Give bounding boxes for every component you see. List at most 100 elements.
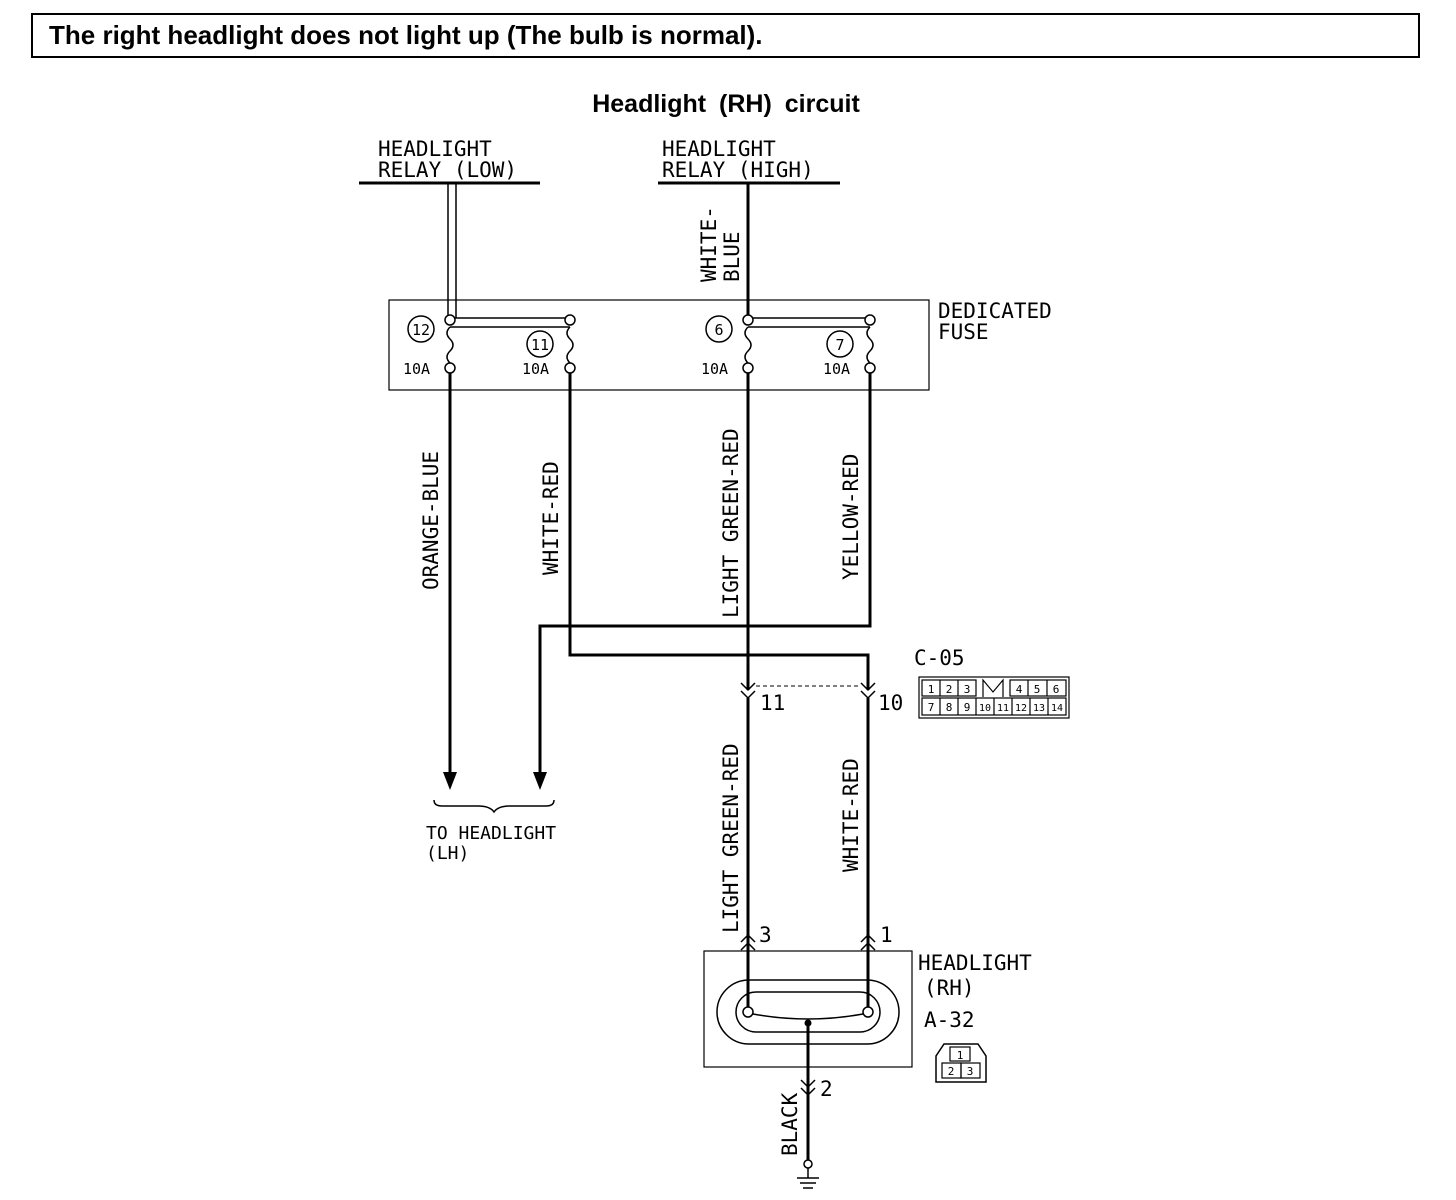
fuse-12-number-circle [407,315,435,343]
c05-row1-right-block [1009,679,1067,697]
filament-low-terminal [742,1006,754,1018]
filament-high-terminal [862,1006,874,1018]
white-red-upper-wire [568,373,870,690]
c05-pin10-chevron-bottom [860,690,876,700]
c05-pin11-chevron-top [740,682,756,692]
page-title: The right headlight does not light up (T… [31,13,1420,58]
relay-low-label-line2: RELAY (LOW) [378,158,517,182]
c05-connector-name: C-05 [914,646,965,670]
to-headlight-lh-label-line1: TO HEADLIGHT [426,823,556,844]
a32-pin: 1 [957,1049,964,1062]
to-headlight-lh-label-line2: (LH) [426,843,469,864]
a32-pin: 3 [967,1065,974,1078]
orange-blue-arrow [443,772,457,790]
c05-pin-10-label: 10 [878,691,903,715]
headlight-pin3-chevron-top [740,933,756,943]
to-headlight-lh-brace [433,799,555,814]
filament [752,1013,864,1020]
a32-pin-1-cell [949,1046,971,1062]
yellow-red-label: YELLOW-RED [839,454,863,580]
black-wire-label: BLACK [778,1092,802,1156]
fuse-11-bottom-terminal [564,362,576,374]
c05-outline [918,676,1070,719]
fuse-12-number: 12 [412,321,430,339]
headlight-pin3-chevron-bottom [740,941,756,951]
headlight-pin1-chevron-bottom [860,941,876,951]
c05-pin: 9 [964,701,971,714]
headlight-pin-1-label: 1 [880,923,893,947]
c05-pin: 2 [946,683,953,696]
ground-icon [797,1177,819,1189]
a32-pin: 2 [948,1065,955,1078]
yellow-red-wire [538,373,872,775]
c05-pin: 10 [979,703,991,714]
c05-pin: 12 [1015,703,1027,714]
fuse-12-top-terminal [444,314,456,326]
white-blue-label-line1: WHITE- [697,206,721,282]
fuse-box-label-line1: DEDICATED [938,299,1052,323]
c05-pin: 3 [964,683,971,696]
c05-pin: 11 [997,703,1009,714]
orange-blue-label: ORANGE-BLUE [419,451,443,590]
dedicated-fuse-box [388,299,930,391]
c05-pin: 5 [1034,683,1041,696]
white-red-lower-label: WHITE-RED [839,758,863,872]
c05-pin11-chevron-bottom [740,690,756,700]
fuse-box-label-line2: FUSE [938,320,989,344]
relay-low-label-line1: HEADLIGHT [378,137,492,161]
relay-high-label-line2: RELAY (HIGH) [662,158,814,182]
fuse-6-number-circle [705,315,733,343]
a32-connector-name: A-32 [924,1008,975,1032]
c05-pin: 1 [928,683,935,696]
yellow-red-arrow [533,772,547,790]
fuse-11-number-circle [526,330,554,358]
ground-pin2-chevron-top [800,1079,816,1089]
relay-high-label-line1: HEADLIGHT [662,137,776,161]
fuse-6-bottom-terminal [742,362,754,374]
a32-pin-3-cell [960,1062,981,1079]
c05-pin: 14 [1051,703,1063,714]
a32-connector-face: 1 2 3 [935,1043,987,1083]
diagram-title: Headlight (RH) circuit [592,90,860,118]
ground-pin-2-label: 2 [820,1077,833,1101]
fuse-11-element [566,326,574,364]
fuse-7-rating: 10A [823,360,850,378]
light-green-red-lower-label: LIGHT GREEN-RED [719,743,743,933]
c05-key-notch [982,678,1004,697]
c05-connector-face: 1 2 3 4 5 6 7 8 9 10 11 12 13 14 [918,676,1070,719]
c05-pin10-chevron-top [860,682,876,692]
fuse-11-top-terminal [564,314,576,326]
fuse-12-element [446,326,454,364]
fuse-6-rating: 10A [701,360,728,378]
ground-pin2-chevron-bottom [800,1087,816,1097]
c05-pin-11-label: 11 [760,691,785,715]
fuse-7-top-terminal [864,314,876,326]
headlight-pin1-chevron-top [860,933,876,943]
fuse-6-element [744,326,752,364]
c05-pin: 4 [1016,683,1023,696]
fuse-12-rating: 10A [403,360,430,378]
ground-terminal [803,1159,813,1169]
light-green-red-upper-label: LIGHT GREEN-RED [719,428,743,618]
c05-row1-left-block [921,679,977,697]
fuse-11-number: 11 [531,336,549,354]
fuse-7-element [866,326,874,364]
fuse-6-top-terminal [742,314,754,326]
fuse-7-number: 7 [835,336,844,354]
a32-outline [935,1043,987,1083]
headlight-pin-3-label: 3 [759,923,772,947]
c05-pin: 13 [1033,703,1045,714]
fuse-6-number: 6 [714,321,723,339]
white-red-upper-label: WHITE-RED [539,461,563,575]
headlight-rh-label-line1: HEADLIGHT [918,951,1032,975]
fuse-12-bottom-terminal [444,362,456,374]
c05-pin: 7 [928,701,935,714]
headlight-rh-label-line2: (RH) [924,976,975,1000]
white-blue-label-line2: BLUE [720,231,744,282]
fuse-7-bottom-terminal [864,362,876,374]
c05-pin: 6 [1053,683,1060,696]
fuse-11-rating: 10A [522,360,549,378]
c05-pin: 8 [946,701,953,714]
fuse-7-number-circle [826,330,854,358]
